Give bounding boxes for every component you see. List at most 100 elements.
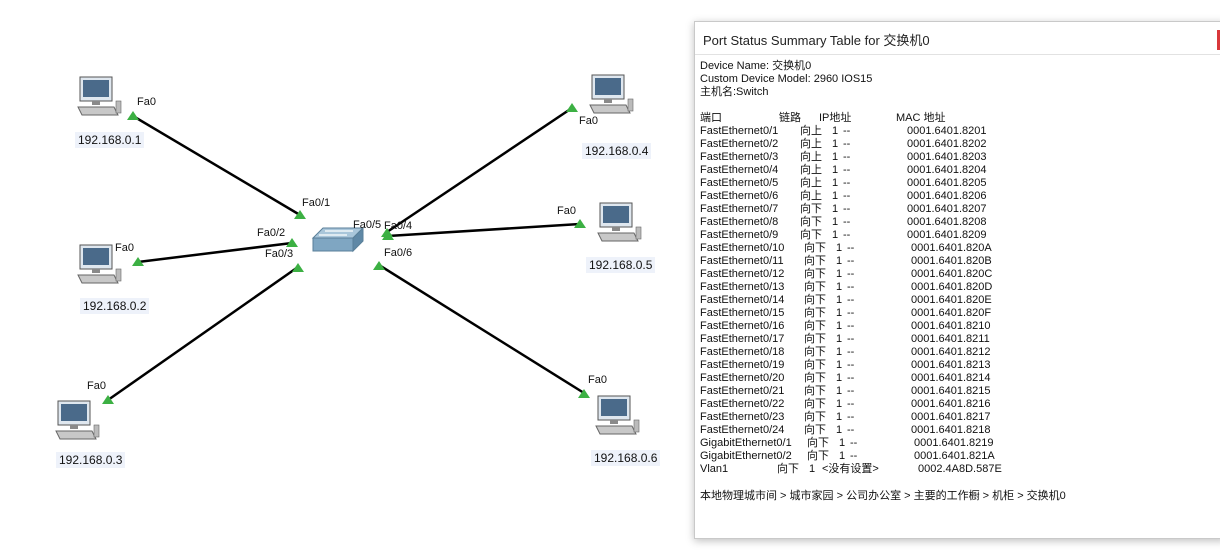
port-link: 向下 (807, 437, 829, 449)
port-mac: 0001.6401.820F (911, 307, 992, 319)
header-ip: IP地址 (819, 112, 852, 124)
port-ip: -- (847, 268, 855, 280)
port-ip: -- (847, 411, 855, 423)
header-port: 端口 (700, 112, 722, 124)
port-name: FastEthernet0/17 (700, 333, 785, 345)
port-vlan: 1 (836, 255, 843, 267)
port-link: 向下 (804, 242, 826, 254)
port-ip: -- (850, 450, 858, 462)
port-link: 向下 (800, 229, 822, 241)
port-link: 向上 (800, 164, 822, 176)
port-name: FastEthernet0/5 (700, 177, 779, 189)
pc-icon[interactable] (77, 76, 122, 116)
port-vlan: 1 (832, 203, 839, 215)
link-pc6-switch[interactable] (378, 263, 585, 395)
pc-icon[interactable] (55, 400, 100, 440)
popup-titlebar[interactable]: Port Status Summary Table for 交换机0 (695, 22, 1220, 55)
port-name: FastEthernet0/9 (700, 229, 779, 241)
port-ip: -- (847, 255, 855, 267)
switch-port-label-fa0-5: Fa0/5 (353, 219, 382, 231)
port-mac: 0001.6401.8214 (911, 372, 991, 384)
status-up-icon (574, 219, 586, 228)
port-name: FastEthernet0/11 (700, 255, 784, 267)
port-vlan: 1 (832, 138, 839, 150)
port-link: 向下 (804, 398, 826, 410)
pc1-port-label: Fa0 (137, 96, 156, 108)
port-mac: 0001.6401.8204 (907, 164, 987, 176)
port-link: 向下 (804, 411, 826, 423)
port-name: Vlan1 (700, 463, 729, 475)
link-pc5-switch[interactable] (387, 222, 581, 238)
port-link: 向下 (777, 463, 799, 475)
port-link: 向上 (800, 138, 822, 150)
port-vlan: 1 (832, 164, 839, 176)
switch-port-label-fa0-6: Fa0/6 (384, 247, 413, 259)
port-table-header: 端口 链路 IP地址 MAC 地址 (700, 112, 1220, 125)
port-ip: -- (843, 190, 851, 202)
port-vlan: 1 (836, 372, 843, 384)
status-up-icon (382, 231, 394, 240)
port-link: 向下 (804, 307, 826, 319)
pc-icon[interactable] (597, 202, 642, 242)
port-name: FastEthernet0/3 (700, 151, 779, 163)
port-name: FastEthernet0/4 (700, 164, 779, 176)
pc5-port-label: Fa0 (557, 205, 576, 217)
port-name: FastEthernet0/12 (700, 268, 785, 280)
link-pc2-switch[interactable] (137, 241, 293, 264)
port-ip: -- (847, 320, 855, 332)
pc4-ip-label: 192.168.0.4 (582, 143, 652, 159)
port-link: 向下 (804, 385, 826, 397)
port-vlan: 1 (836, 424, 843, 436)
port-mac: 0001.6401.820C (911, 268, 993, 280)
port-mac: 0001.6401.8201 (907, 125, 987, 137)
switch-port-label-fa0-2: Fa0/2 (257, 227, 286, 239)
pc3-ip-label: 192.168.0.3 (56, 452, 126, 468)
port-name: FastEthernet0/7 (700, 203, 779, 215)
port-name: GigabitEthernet0/2 (700, 450, 792, 462)
port-name: GigabitEthernet0/1 (700, 437, 792, 449)
port-ip: -- (843, 125, 851, 137)
port-mac: 0001.6401.8219 (914, 437, 994, 449)
port-link: 向上 (800, 151, 822, 163)
port-vlan: 1 (836, 346, 843, 358)
port-mac: 0001.6401.8216 (911, 398, 991, 410)
port-link: 向下 (804, 372, 826, 384)
link-pc4-switch[interactable] (386, 106, 573, 234)
port-mac: 0001.6401.8202 (907, 138, 987, 150)
port-mac: 0001.6401.8218 (911, 424, 991, 436)
port-vlan: 1 (832, 216, 839, 228)
port-ip: -- (843, 177, 851, 189)
port-mac: 0001.6401.8207 (907, 203, 987, 215)
port-ip: -- (847, 424, 855, 436)
close-icon[interactable] (1217, 30, 1220, 50)
link-pc3-switch[interactable] (107, 265, 299, 402)
link-pc1-switch[interactable] (132, 114, 301, 217)
port-mac: 0001.6401.820D (911, 281, 993, 293)
pc-icon[interactable] (589, 74, 634, 114)
port-ip: -- (847, 359, 855, 371)
switch-port-label-fa0-4: Fa0/4 (384, 220, 413, 232)
port-vlan: 1 (832, 229, 839, 241)
port-vlan: 1 (836, 281, 843, 293)
switch-icon[interactable] (311, 226, 365, 253)
port-name: FastEthernet0/6 (700, 190, 779, 202)
topology-canvas[interactable] (0, 0, 690, 551)
port-ip: -- (847, 242, 855, 254)
port-name: FastEthernet0/16 (700, 320, 785, 332)
status-up-icon (102, 395, 114, 404)
pc-icon[interactable] (595, 395, 640, 435)
status-up-icon (132, 257, 144, 266)
pc-icon[interactable] (77, 244, 122, 284)
